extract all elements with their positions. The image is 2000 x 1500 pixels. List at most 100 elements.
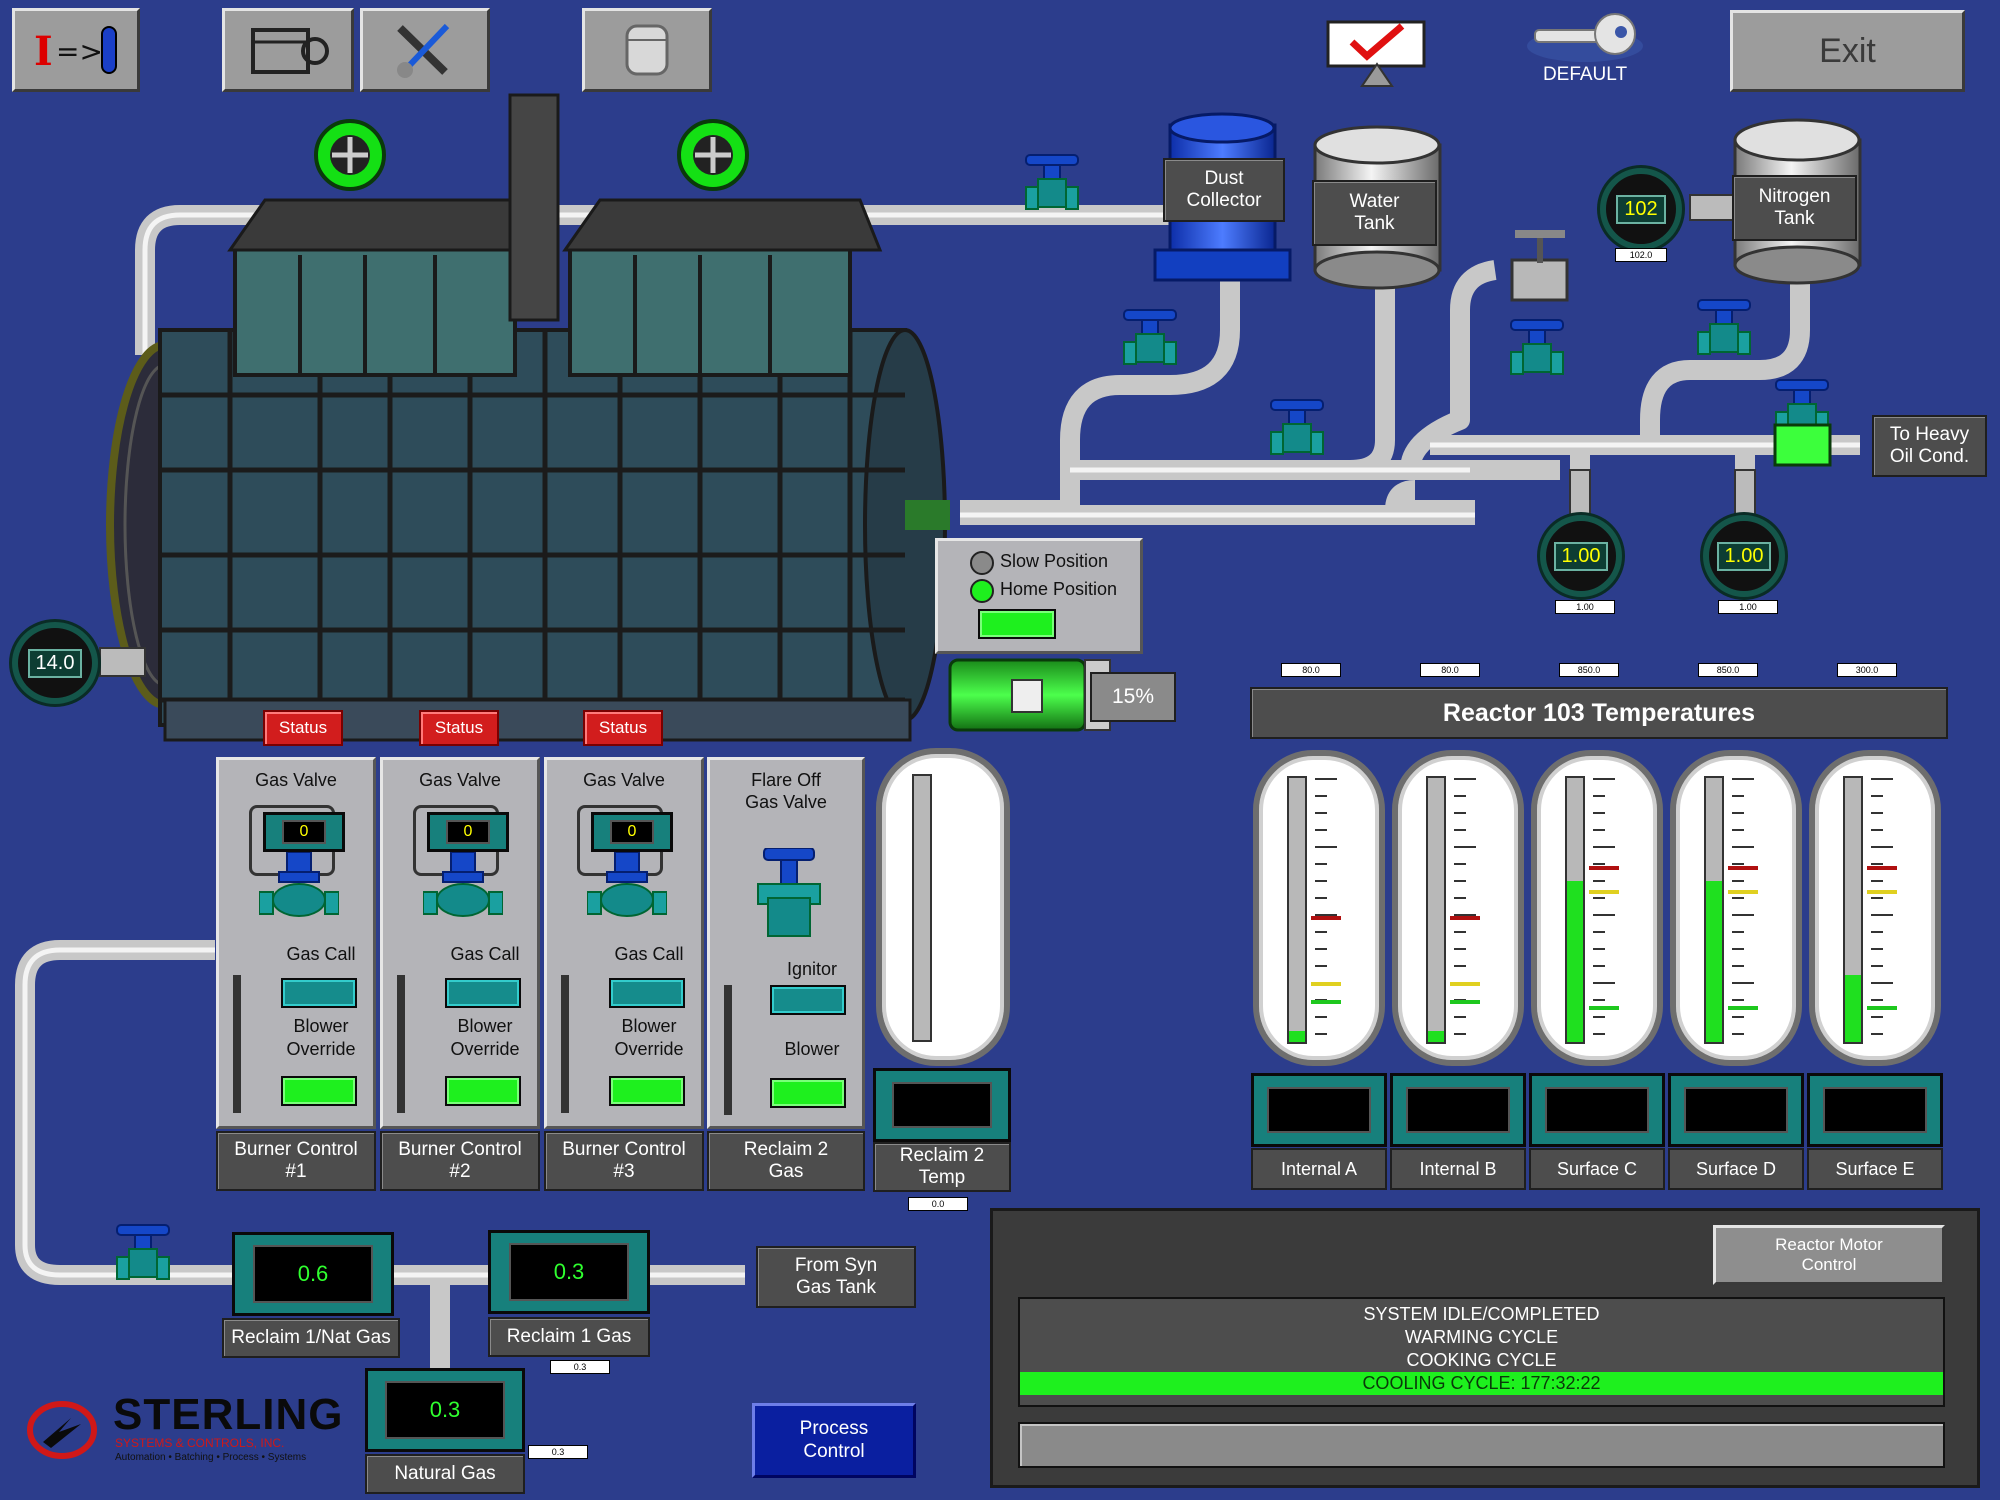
burner-2-gas-call-toggle[interactable]: [445, 978, 521, 1008]
nitrogen-tank-label: Nitrogen Tank: [1732, 175, 1857, 241]
vessel-view-button[interactable]: [582, 8, 712, 92]
process-control-button[interactable]: Process Control: [752, 1403, 916, 1478]
burner-3-control-label: Burner Control #3: [544, 1131, 704, 1191]
heavy-oil-gauge-1: 1.00: [1540, 515, 1622, 597]
exit-button[interactable]: Exit: [1730, 10, 1965, 92]
probe-5-display: [1807, 1073, 1943, 1147]
probe-5-tick: [1871, 812, 1883, 814]
probe-3-thermometer: [1531, 750, 1663, 1066]
svg-text:I: I: [34, 28, 53, 75]
door-drive-toggle[interactable]: [978, 609, 1056, 639]
reactor-motor-control-button[interactable]: Reactor Motor Control: [1713, 1225, 1945, 1285]
water-tank-label: Water Tank: [1312, 180, 1437, 246]
equipment-view-button[interactable]: [222, 8, 354, 92]
cycle-idle: SYSTEM IDLE/COMPLETED: [1363, 1304, 1600, 1324]
probe-2-tick: [1454, 1016, 1466, 1018]
manual-line-valve[interactable]: [1510, 319, 1564, 375]
security-login[interactable]: DEFAULT: [1515, 8, 1655, 90]
probe-3-tick: [1593, 846, 1615, 848]
key-icon: [1527, 13, 1643, 62]
dust-collector-outlet-valve[interactable]: [1123, 309, 1177, 365]
drum-icon: [625, 24, 669, 76]
flare-off-valve-icon[interactable]: [756, 848, 822, 938]
probe-3-screen: [1545, 1087, 1649, 1133]
probe-1-level: [1289, 1031, 1305, 1042]
probe-3-tick: [1593, 965, 1605, 967]
probe-4-tick: [1732, 846, 1754, 848]
probe-3-tick: [1593, 1016, 1605, 1018]
reclaim2-temp-display: [873, 1068, 1011, 1142]
probe-5-tick: [1871, 1033, 1883, 1035]
gas-supply-valve[interactable]: [116, 1224, 170, 1280]
burner-3-gas-call-toggle[interactable]: [609, 978, 685, 1008]
dust-collector-inlet-valve[interactable]: [1025, 154, 1079, 210]
burner-2-blower-override-label: Blower Override: [450, 1016, 520, 1059]
probe-1-tick: [1315, 778, 1337, 780]
burner-1-selector-rail: [233, 975, 241, 1113]
probe-5-tick: [1871, 863, 1883, 865]
burner-3-panel: Gas Valve 0 Gas Call Blower Override: [544, 757, 704, 1129]
probe-2-label: Internal B: [1390, 1148, 1526, 1190]
ignitor-toggle[interactable]: [770, 985, 846, 1015]
probe-1-low-mark: [1311, 1000, 1341, 1004]
nitrogen-outlet-valve[interactable]: [1697, 299, 1751, 355]
trend-checkmark-button[interactable]: [1322, 18, 1432, 88]
burner-2-status-button[interactable]: Status: [419, 710, 499, 746]
probe-4-tick: [1732, 863, 1744, 865]
heavy-oil-gauge-2-tag: 1.00: [1718, 600, 1778, 614]
burner-1-panel: Gas Valve 0 Gas Call Blower Override: [216, 757, 376, 1129]
probe-4-setpoint-tag: 850.0: [1698, 663, 1758, 677]
probe-3-display: [1529, 1073, 1665, 1147]
probe-3-tick: [1593, 914, 1615, 916]
probe-4-tick: [1732, 914, 1754, 916]
probe-1-tick: [1315, 795, 1327, 797]
probe-1-tick: [1315, 931, 1327, 933]
operator-input-button[interactable]: I =>: [12, 8, 140, 92]
burner-2-gas-valve-icon[interactable]: [423, 852, 503, 922]
burner-2-valve-screen: 0: [446, 820, 490, 844]
burner-1-gas-valve-icon[interactable]: [259, 852, 339, 922]
burner-1-gas-call-toggle[interactable]: [281, 978, 357, 1008]
probe-5-tick: [1871, 965, 1883, 967]
probe-2-thermometer: [1392, 750, 1524, 1066]
slow-position-indicator: [970, 551, 994, 575]
burner-1-blower-override-toggle[interactable]: [281, 1076, 357, 1106]
probe-1-setpoint-tag: 80.0: [1281, 663, 1341, 677]
reclaim1-nat-gas-meter: 0.6: [232, 1232, 394, 1316]
probe-2-tick: [1454, 812, 1466, 814]
probe-1-display: [1251, 1073, 1387, 1147]
probe-3-tick: [1593, 880, 1605, 882]
probe-5-tick: [1871, 829, 1883, 831]
probe-2-tick: [1454, 778, 1476, 780]
diagnostics-button[interactable]: [360, 8, 490, 92]
dust-collector-label: Dust Collector: [1163, 158, 1285, 222]
burner-2-valve-value: 0: [463, 823, 473, 840]
probe-2-tick: [1454, 914, 1476, 916]
burner-fan-2: [677, 119, 749, 191]
checkmark-icon: [1326, 20, 1426, 87]
probe-2-tick: [1454, 863, 1466, 865]
blower-toggle[interactable]: [770, 1078, 846, 1108]
burner-3-gas-valve-icon[interactable]: [587, 852, 667, 922]
probe-2-tick: [1454, 897, 1466, 899]
reclaim1-nat-gas-value: 0.6: [297, 1261, 329, 1286]
burner-1-valve-value: 0: [299, 823, 309, 840]
sterling-logo-mark: [27, 1401, 97, 1459]
probe-1-high-warning-mark: [1311, 982, 1341, 986]
burner-3-blower-override-toggle[interactable]: [609, 1076, 685, 1106]
probe-3-tick: [1593, 829, 1605, 831]
heavy-oil-gauge-2: 1.00: [1703, 515, 1785, 597]
burner-3-status-button[interactable]: Status: [583, 710, 663, 746]
reactor-pressure-value: 14.0: [27, 648, 83, 678]
probe-5-tube: [1843, 776, 1863, 1044]
generator-icon: [251, 28, 329, 74]
burner-2-blower-override-toggle[interactable]: [445, 1076, 521, 1106]
probe-1-tick: [1315, 829, 1327, 831]
sterling-logo: STERLING SYSTEMS & CONTROLS, INC. Automa…: [25, 1390, 345, 1470]
burner-1-status-button[interactable]: Status: [263, 710, 343, 746]
water-tank-valve[interactable]: [1270, 399, 1324, 455]
probe-3-tick: [1593, 1033, 1605, 1035]
probe-2-tick: [1454, 931, 1466, 933]
cycle-warming: WARMING CYCLE: [1404, 1327, 1559, 1347]
operator-input-icon: I =>: [34, 26, 117, 75]
